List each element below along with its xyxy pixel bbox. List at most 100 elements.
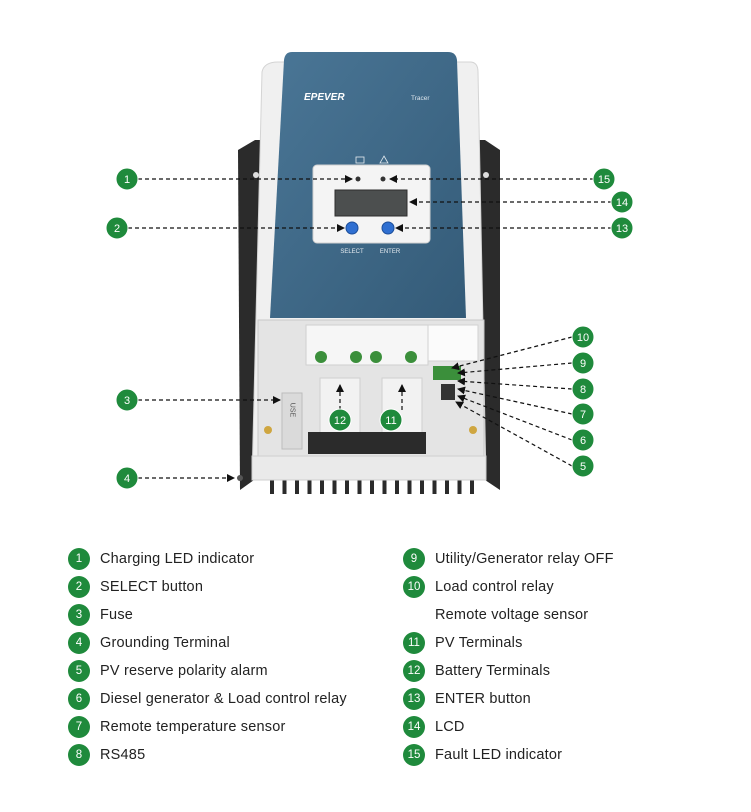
legend-label: Battery Terminals [435, 663, 551, 679]
callout-number: 12 [334, 415, 346, 427]
model-name: Tracer [411, 95, 430, 102]
callout-badge-6: 6 [571, 428, 595, 452]
legend-label: Load control relay [435, 579, 554, 595]
callout-badge-7: 7 [571, 402, 595, 426]
legend-item-pv-polarity-alarm: 5 PV reserve polarity alarm [68, 657, 347, 685]
select-label: SELECT [340, 249, 364, 255]
legend-item-pv-terminals: 11 PV Terminals [403, 629, 614, 657]
terminal-screws [315, 351, 417, 363]
callout-leaders [128, 175, 612, 482]
legend-badge: 2 [68, 576, 90, 598]
callout-number: 3 [124, 395, 130, 407]
legend-label: Fault LED indicator [435, 747, 563, 763]
legend-label: Remote temperature sensor [100, 719, 286, 735]
legend-label: LCD [435, 719, 465, 735]
legend-badge: 11 [403, 632, 425, 654]
legend-item-charging-led: 1 Charging LED indicator [68, 545, 347, 573]
legend-item-battery-terminals: 12 Battery Terminals [403, 657, 614, 685]
legend-item-load-control-relay: 10 Load control relay [403, 573, 614, 601]
legend-label: Diesel generator & Load control relay [100, 691, 347, 707]
legend-item-select-button: 2 SELECT button [68, 573, 347, 601]
callout-number: 15 [598, 174, 610, 186]
legend-item-rs485: 8 RS485 [68, 741, 347, 769]
select-button[interactable] [345, 221, 359, 235]
legend-badge: 5 [68, 660, 90, 682]
warning-icon [379, 155, 389, 164]
legend-badge: 3 [68, 604, 90, 626]
legend-item-diesel-relay: 6 Diesel generator & Load control relay [68, 685, 347, 713]
base-strip [251, 455, 487, 481]
label-sticker [427, 324, 479, 362]
charging-icon [355, 156, 365, 164]
callout-number: 4 [124, 473, 130, 485]
callout-badge-5: 5 [571, 454, 595, 478]
callout-badge-9: 9 [571, 351, 595, 375]
legend-label: Charging LED indicator [100, 551, 255, 567]
legend-label: Remote voltage sensor [435, 607, 589, 623]
callout-badge-15: 15 [592, 167, 616, 191]
legend-label: PV Terminals [435, 635, 523, 651]
callout-badge-14: 14 [610, 190, 634, 214]
callout-number: 14 [616, 197, 628, 209]
legend-label: SELECT button [100, 579, 204, 595]
relay-connector [433, 366, 461, 380]
callout-number: 13 [616, 223, 628, 235]
callout-number: 8 [580, 384, 586, 396]
legend-item-utility-relay-off: 9 Utility/Generator relay OFF [403, 545, 614, 573]
callout-number: 2 [114, 223, 120, 235]
legend-right: 9 Utility/Generator relay OFF 10 Load co… [403, 545, 614, 769]
legend-badge: 12 [403, 660, 425, 682]
callout-number: 6 [580, 435, 586, 447]
legend-label: Utility/Generator relay OFF [435, 551, 614, 567]
legend-item-lcd: 14 LCD [403, 713, 614, 741]
callout-badge-1: 1 [115, 167, 139, 191]
legend-badge: 15 [403, 744, 425, 766]
enter-button[interactable] [381, 221, 395, 235]
fuse-label: USE [289, 403, 296, 418]
legend-badge: 13 [403, 688, 425, 710]
legend-item-fuse: 3 Fuse [68, 601, 347, 629]
callout-badge-2: 2 [105, 216, 129, 240]
legend-badge: 7 [68, 716, 90, 738]
callout-number: 10 [577, 332, 589, 344]
callout-badge-12: 12 [328, 408, 352, 432]
legend-item-enter-button: 13 ENTER button [403, 685, 614, 713]
brand-logo: EPEVER [304, 92, 345, 103]
callout-badge-8: 8 [571, 377, 595, 401]
legend-badge: 6 [68, 688, 90, 710]
legend-badge: 9 [403, 548, 425, 570]
legend-item-remote-temp-sensor: 7 Remote temperature sensor [68, 713, 347, 741]
legend-badge: 4 [68, 632, 90, 654]
legend-label: Grounding Terminal [100, 635, 230, 651]
legend-label: RS485 [100, 747, 146, 763]
legend-item-grounding-terminal: 4 Grounding Terminal [68, 629, 347, 657]
callout-number: 7 [580, 409, 586, 421]
callout-number: 1 [124, 174, 130, 186]
charging-led [355, 176, 361, 182]
callout-badge-4: 4 [115, 466, 139, 490]
legend-item-remote-voltage-sensor: Remote voltage sensor [403, 601, 614, 629]
enter-label: ENTER [380, 249, 401, 255]
callout-number: 11 [385, 415, 396, 427]
terminal-base [308, 432, 426, 454]
fuse [281, 392, 303, 450]
legend-left: 1 Charging LED indicator 2 SELECT button… [68, 545, 347, 769]
callout-badge-10: 10 [571, 325, 595, 349]
callout-badge-11: 11 [379, 408, 403, 432]
controller-diagram: EPEVER Tracer SELECT ENTER USE [105, 52, 634, 494]
legend-badge: 10 [403, 576, 425, 598]
legend-item-fault-led: 15 Fault LED indicator [403, 741, 614, 769]
legend-label: PV reserve polarity alarm [100, 663, 268, 679]
legend-badge: 8 [68, 744, 90, 766]
callout-badge-13: 13 [610, 216, 634, 240]
callout-number: 9 [580, 358, 586, 370]
lcd-screen [334, 189, 408, 217]
legend-badge: 1 [68, 548, 90, 570]
legend-badge: 14 [403, 716, 425, 738]
rs485-port [441, 384, 455, 400]
grounding-screw [237, 475, 243, 481]
callout-badge-3: 3 [115, 388, 139, 412]
fault-led [380, 176, 386, 182]
legend-label: Fuse [100, 607, 134, 623]
